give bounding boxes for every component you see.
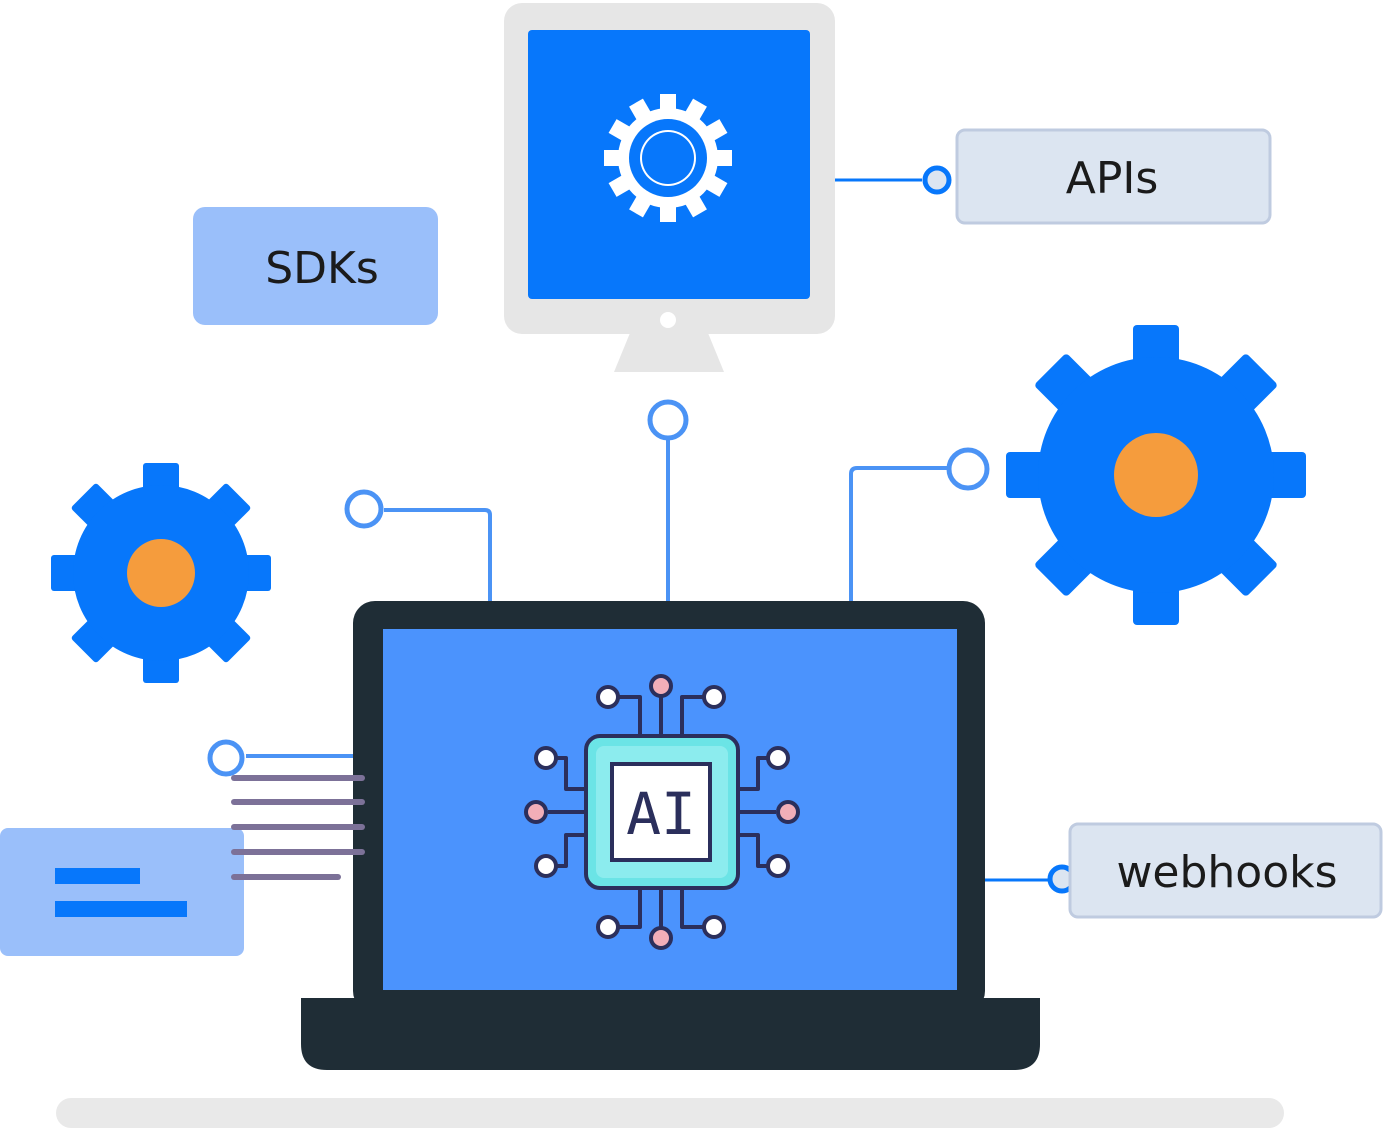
webhooks-label: webhooks [1116,847,1337,898]
gear-icon [51,463,271,683]
connector-node [647,399,689,441]
laptop-base [301,998,1040,1070]
connector-node [344,489,384,529]
apis-label: APIs [1066,153,1159,204]
connector-node [946,447,990,491]
connector-lines [246,440,948,758]
webhooks-label-box: webhooks [1068,822,1383,919]
ai-chip-icon: AI [524,674,800,950]
apis-label-box: APIs [955,128,1272,225]
connector-node [922,165,952,195]
text-card-icon [0,828,244,956]
sdks-label-box: SDKs [193,207,438,325]
gear-icon [1006,325,1306,625]
cable-lines [231,775,365,880]
connector-node [207,739,245,777]
monitor-power-dot [660,312,676,328]
connector-lines-blue [835,178,1048,882]
gear-icon [604,94,732,222]
connector-nodes [207,399,990,777]
monitor-stand [614,333,724,372]
desktop-monitor-icon [504,3,835,372]
floor-shadow [56,1098,1284,1128]
chip-label: AI [626,780,696,848]
sdks-label: SDKs [265,243,379,294]
